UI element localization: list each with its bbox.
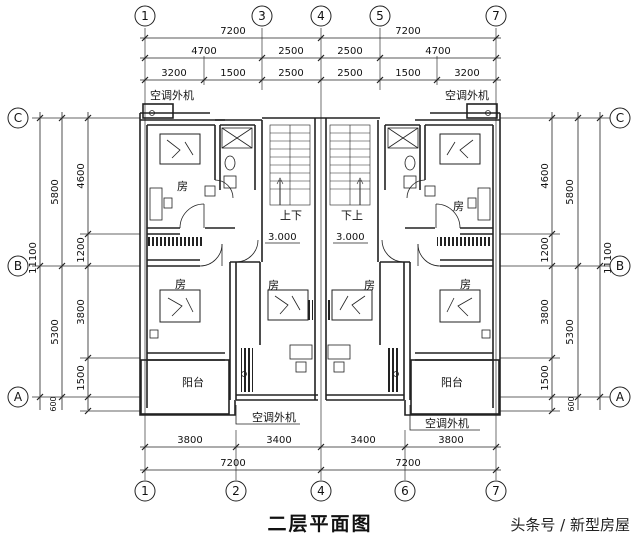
grid-bottom-1: 1 [141,484,149,498]
dim-left-in-c: 3800 [76,299,87,324]
dim-right-in-a: 4600 [540,163,551,188]
grid-top-4: 4 [317,9,325,23]
dim-right-outer: 11100 [603,242,614,274]
door-swings [179,179,461,267]
balcony-label-left: 阳台 [182,375,204,389]
floor-plan: 7200 7200 4700 2500 2500 4700 3200 1500 … [7,5,631,502]
dim-bot2-a: 7200 [220,458,245,469]
room-label-3: 房 [175,278,186,291]
dim-top2-a: 4700 [191,46,216,57]
dim-top3-b: 1500 [220,68,245,79]
grid-bubble-labels: 1 3 4 5 7 1 2 4 6 7 C B A C B A [14,9,625,498]
dim-top3-f: 3200 [454,68,479,79]
dim-top1-b: 7200 [395,26,420,37]
ac-leaders [235,405,480,431]
ac-label-bottom-right: 空调外机 [425,416,469,430]
room-label-1: 房 [177,180,188,193]
balcony-label-right: 阳台 [441,375,463,389]
grid-right-a: A [616,390,625,404]
grid-bottom-4: 4 [317,484,325,498]
elevation-right: 3.000 [336,232,365,243]
room-text: 空调外机 空调外机 空调外机 空调外机 房 房 房 房 房 房 阳台 阳台 上下… [150,88,489,430]
grid-left-c: C [14,111,22,125]
drawing-title: 二层平面图 [267,513,373,535]
room-label-4: 房 [460,278,471,291]
dimension-lines [39,37,601,471]
grid-top-3: 3 [258,9,266,23]
stair-label-right: 下上 [341,209,363,222]
stair-label-left: 上下 [280,209,302,222]
axis-lines [144,28,497,480]
dim-top2-d: 4700 [425,46,450,57]
dim-top3-c: 2500 [278,68,303,79]
grid-top-7: 7 [492,9,500,23]
dim-top1-a: 7200 [220,26,245,37]
room-label-2: 房 [453,200,464,213]
dim-top3-e: 1500 [395,68,420,79]
ac-label-top-left: 空调外机 [150,88,194,102]
dim-bot1-a: 3800 [177,435,202,446]
dim-top3-d: 2500 [337,68,362,79]
dim-bot1-b: 3400 [266,435,291,446]
grid-left-b: B [14,259,22,273]
dimension-text: 7200 7200 4700 2500 2500 4700 3200 1500 … [161,26,479,469]
walls [139,103,501,416]
dim-left-in-d: 1500 [76,365,87,390]
dim-top3-a: 3200 [161,68,186,79]
dim-right-mid-b: 5300 [565,319,576,344]
dim-left-mid-b: 5300 [50,319,61,344]
desks [149,185,491,373]
watermark: 头条号 / 新型房屋 [510,516,630,534]
room-label-5: 房 [268,279,279,292]
grid-lines-horizontal [32,117,610,412]
tick-marks [36,34,604,474]
dim-left-outer: 11100 [28,242,39,274]
bathroom-fixtures [149,110,491,377]
grid-top-5: 5 [376,9,384,23]
grid-right-b: B [616,259,624,273]
dim-right-in-d: 1500 [540,365,551,390]
grid-bubbles [7,5,631,502]
grid-top-1: 1 [141,9,149,23]
vertical-dimension-text: 11100 5800 5300 4600 1200 3800 1500 600 … [28,163,614,411]
dim-top2-b: 2500 [278,46,303,57]
dim-left-in-a: 4600 [76,163,87,188]
dim-left-in-b: 1200 [76,237,87,262]
dim-bot1-d: 3800 [438,435,463,446]
room-label-6: 房 [364,279,375,292]
elevation-left: 3.000 [268,232,297,243]
dim-bot1-c: 3400 [350,435,375,446]
staircase [269,124,371,206]
ac-label-bottom-left: 空调外机 [252,410,296,424]
dim-left-in-e: 600 [49,396,58,411]
dim-top2-c: 2500 [337,46,362,57]
dim-bot2-b: 7200 [395,458,420,469]
grid-bottom-7: 7 [492,484,500,498]
grid-left-a: A [14,390,23,404]
dim-right-in-e: 600 [567,396,576,411]
dim-right-in-b: 1200 [540,237,551,262]
dim-right-in-c: 3800 [540,299,551,324]
bed-details [166,139,474,317]
ac-label-top-right: 空调外机 [445,88,489,102]
grid-bottom-2: 2 [232,484,240,498]
dim-right-mid-a: 5800 [565,179,576,204]
beds [159,133,481,323]
grid-bottom-6: 6 [401,484,409,498]
dim-left-mid-a: 5800 [50,179,61,204]
grid-right-c: C [616,111,624,125]
